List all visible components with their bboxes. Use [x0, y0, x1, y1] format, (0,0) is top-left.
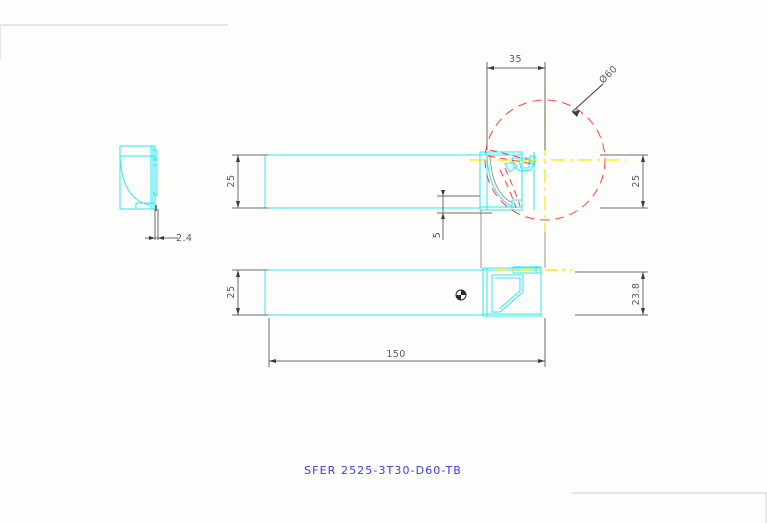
dimension-width-35: 35 — [486, 54, 546, 150]
dimension-value-upper-right-25: 25 — [631, 175, 642, 188]
coolant-hole-marker — [455, 289, 467, 301]
dimension-thickness-2-4: 2.4 — [145, 209, 192, 244]
end-view — [119, 145, 158, 211]
dimension-value-diameter-60: Ø60 — [597, 64, 619, 86]
dimension-lower-left-25: 25 — [226, 269, 268, 316]
dimension-value-lower-left-25: 25 — [226, 286, 237, 299]
dimension-value-5: 5 — [432, 232, 443, 238]
dimension-value-35: 35 — [509, 54, 522, 65]
projection-lines — [480, 210, 546, 268]
dimension-value-upper-left-25: 25 — [226, 175, 237, 188]
dimension-value-23-8: 23.8 — [631, 283, 642, 306]
lower-view-body — [264, 266, 542, 317]
dimension-value-150: 150 — [386, 349, 405, 360]
dimension-offset-5: 5 — [432, 190, 492, 240]
dimension-upper-left-25: 25 — [226, 154, 268, 209]
sheet-frame — [0, 24, 767, 523]
dimension-upper-right-25: 25 — [600, 154, 648, 209]
drawing-title: SFER 2525-3T30-D60-TB — [304, 464, 462, 477]
dimension-overall-length-150: 150 — [268, 318, 546, 367]
upper-view-body — [264, 151, 536, 211]
dimension-lower-right-23-8: 23.8 — [575, 271, 648, 316]
dimension-value-2-4: 2.4 — [176, 233, 192, 244]
centerlines-upper — [470, 88, 625, 232]
dimension-diameter-60: Ø60 — [571, 64, 620, 117]
